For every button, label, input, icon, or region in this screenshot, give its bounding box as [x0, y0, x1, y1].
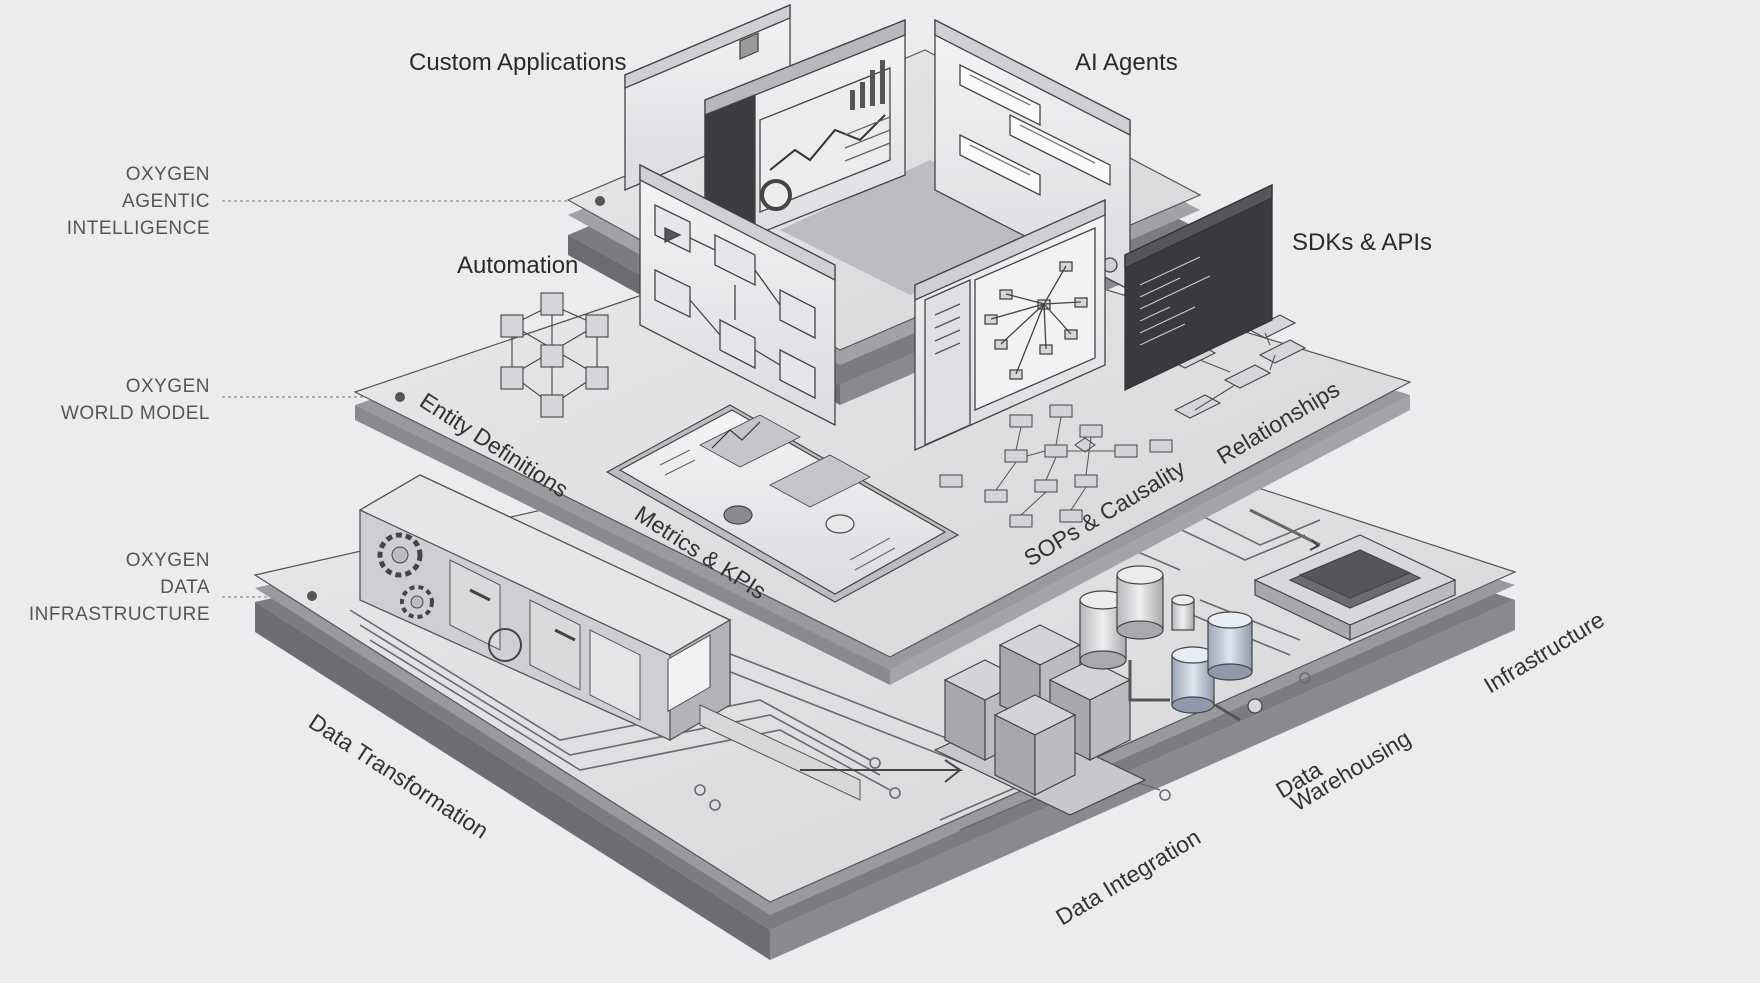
automation-workflow-screen	[639, 163, 836, 427]
metrics-dashboard	[605, 404, 960, 603]
layer-label-data-infrastructure: OXYGEN DATA INFRASTRUCTURE	[29, 547, 210, 628]
label-ai-agents: AI Agents	[1075, 49, 1178, 76]
data-cubes	[933, 624, 1147, 816]
layer-line: INFRASTRUCTURE	[28, 604, 210, 625]
layer-line: OXYGEN	[125, 376, 210, 397]
label-data-integration: Data Integration	[1051, 824, 1205, 931]
label-custom-applications: Custom Applications	[409, 49, 626, 76]
sop-flowchart	[939, 404, 1173, 528]
layer-line: WORLD MODEL	[60, 403, 210, 424]
layer-line: AGENTIC	[122, 191, 210, 212]
layer-line: INTELLIGENCE	[66, 218, 210, 239]
label-sdks-apis: SDKs & APIs	[1292, 229, 1432, 256]
layer-label-world-model: OXYGEN WORLD MODEL	[61, 373, 210, 427]
knowledge-graph-screen	[914, 198, 1106, 452]
layer-label-agentic-intelligence: OXYGEN AGENTIC INTELLIGENCE	[67, 161, 210, 242]
label-automation: Automation	[457, 252, 578, 279]
database-cylinders	[1079, 565, 1263, 722]
custom-apps-screens	[624, 4, 906, 256]
layer-line: DATA	[160, 577, 210, 598]
transformation-pipeline	[358, 474, 964, 801]
processor-chip	[1249, 508, 1457, 641]
top-labels: Custom Applications AI Agents Automation…	[409, 49, 1432, 279]
sdk-terminal-screen	[1124, 183, 1273, 392]
entity-network-icon	[500, 292, 609, 418]
layer-line: OXYGEN	[125, 550, 210, 571]
layer-line: OXYGEN	[125, 164, 210, 185]
